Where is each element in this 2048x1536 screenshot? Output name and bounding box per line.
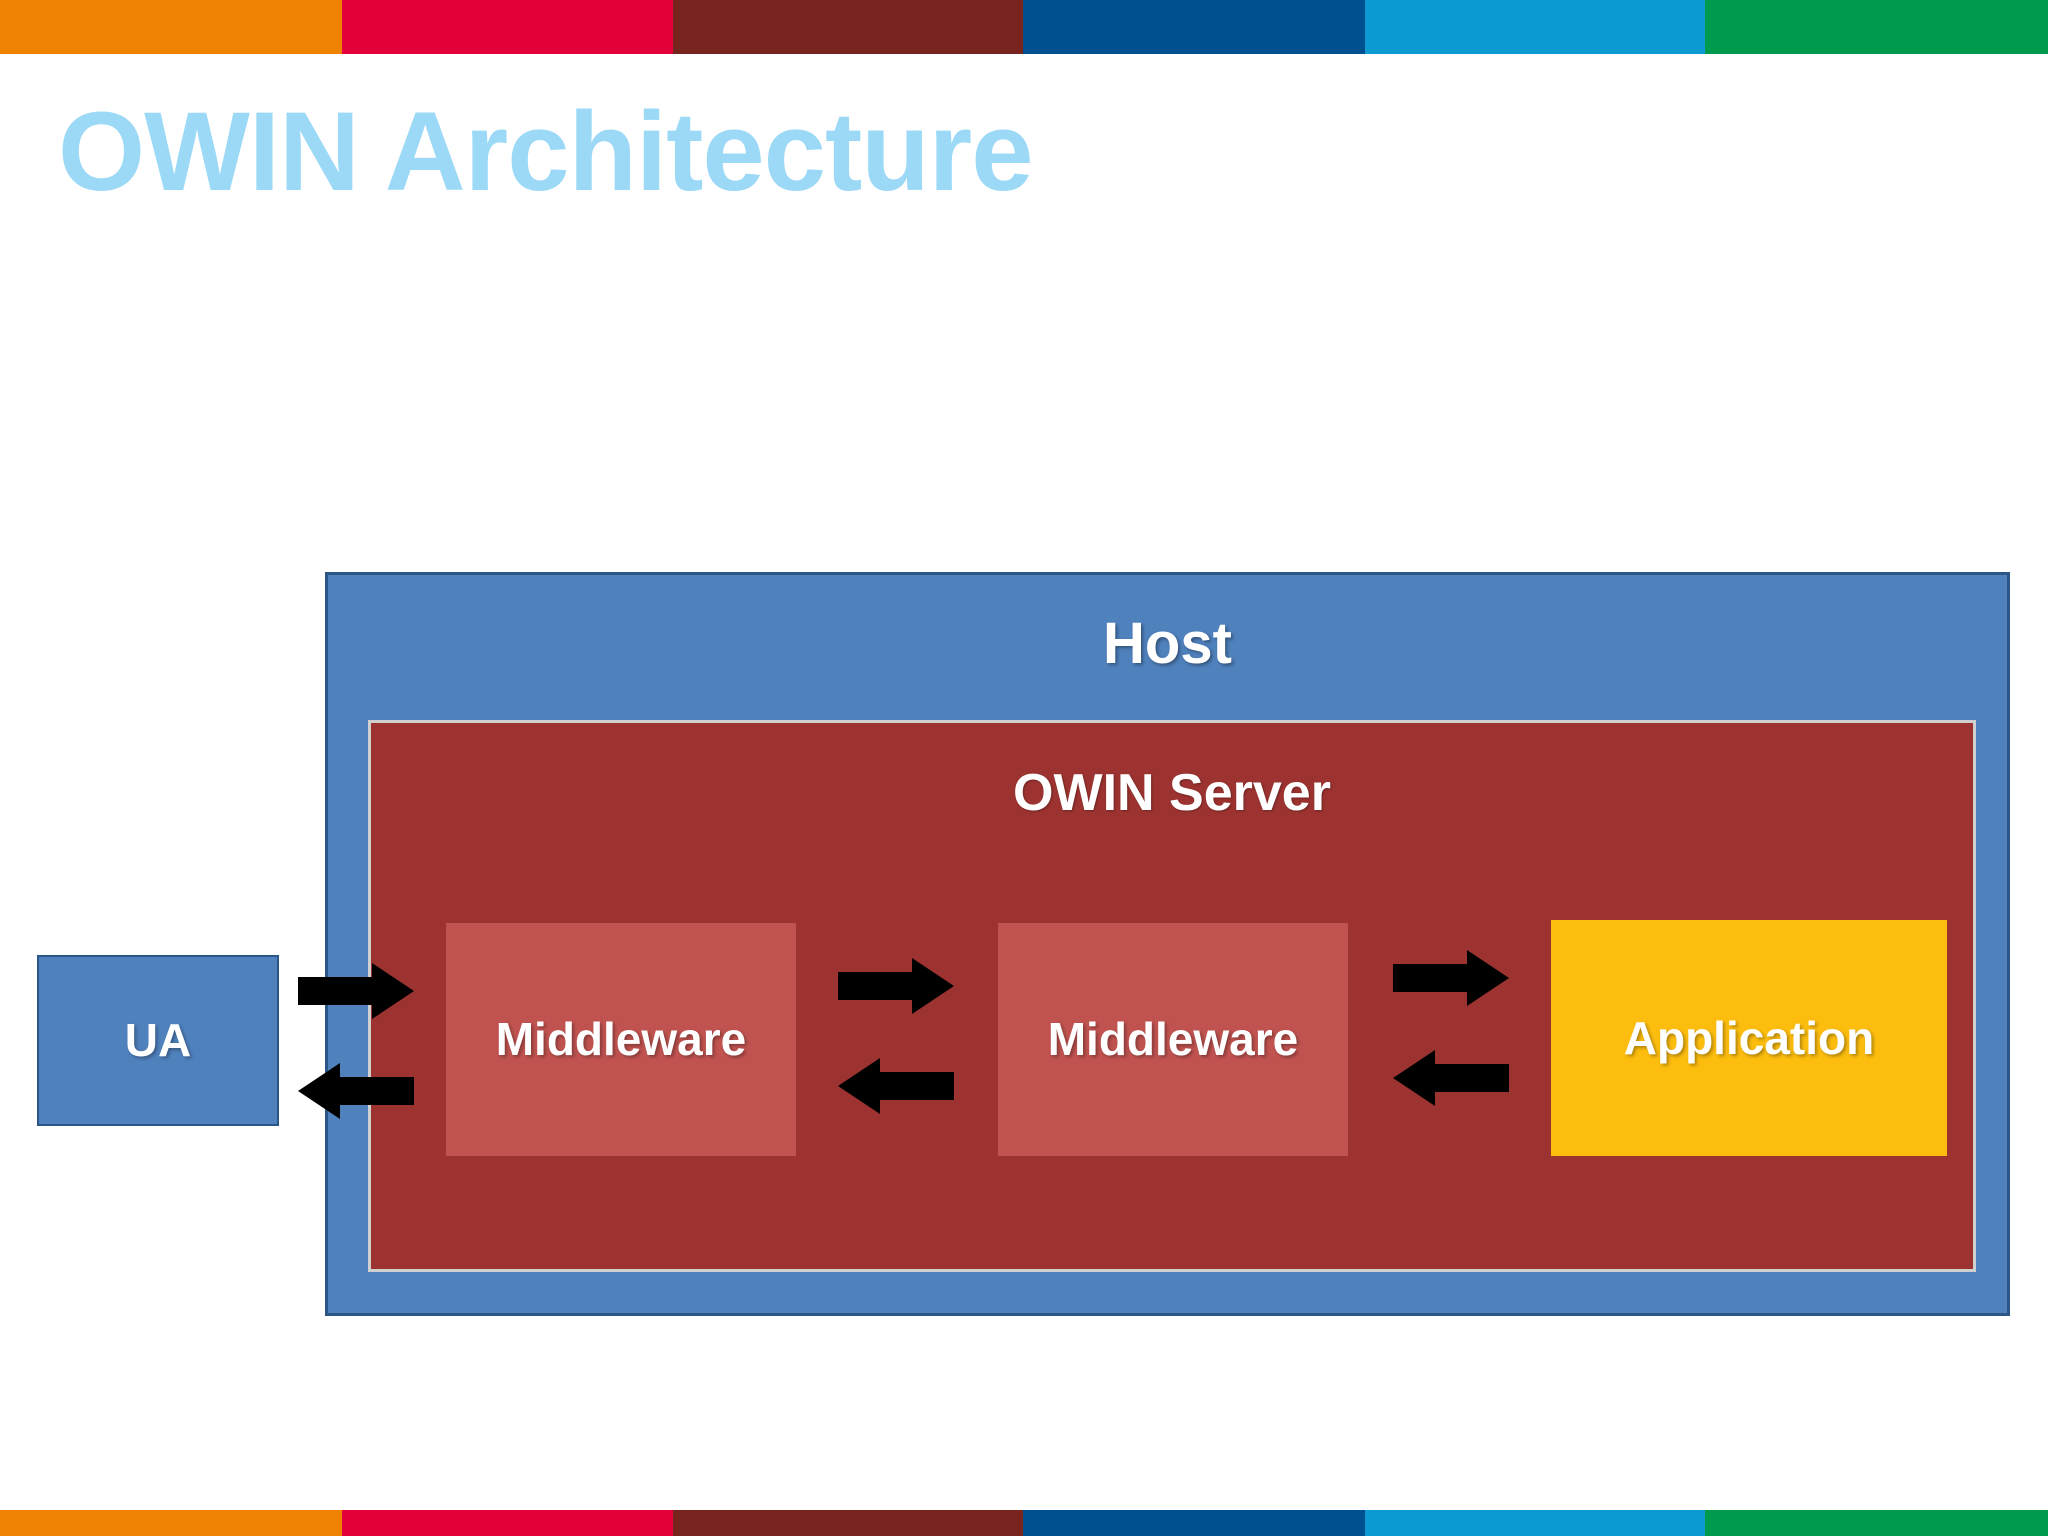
arrow-ua-to-middleware-1	[298, 963, 414, 1019]
color-band-green	[1705, 1510, 2048, 1536]
host-label: Host	[1103, 611, 1232, 676]
color-band-cyan-blue	[1365, 0, 1705, 54]
color-band-orange	[0, 0, 342, 54]
arrow-application-to-middleware-2	[1393, 1050, 1509, 1106]
node-application[interactable]: Application	[1551, 920, 1947, 1156]
arrow-middleware-2-to-middleware-1	[838, 1058, 954, 1114]
node-application-label: Application	[1623, 1011, 1875, 1064]
color-band-dark-red	[673, 1510, 1023, 1536]
page-title: OWIN Architecture	[58, 89, 1034, 214]
color-band-dark-blue	[1023, 0, 1365, 54]
color-band-crimson	[342, 1510, 673, 1536]
arrow-middleware-1-to-ua	[298, 1063, 414, 1119]
color-band-orange	[0, 1510, 342, 1536]
node-middleware-2[interactable]: Middleware	[998, 923, 1348, 1156]
top-color-bar	[0, 0, 2048, 54]
node-middleware-1[interactable]: Middleware	[446, 923, 796, 1156]
arrow-middleware-2-to-application	[1393, 950, 1509, 1006]
color-band-green	[1705, 0, 2048, 54]
arrow-middleware-1-to-middleware-2	[838, 958, 954, 1014]
color-band-cyan-blue	[1365, 1510, 1705, 1536]
node-ua[interactable]: UA	[37, 955, 279, 1126]
color-band-dark-blue	[1023, 1510, 1365, 1536]
color-band-dark-red	[673, 0, 1023, 54]
bottom-color-bar	[0, 1510, 2048, 1536]
node-middleware-1-label: Middleware	[495, 1013, 747, 1066]
owin-server-label: OWIN Server	[1013, 764, 1331, 822]
color-band-crimson	[342, 0, 673, 54]
node-ua-label: UA	[124, 1014, 192, 1067]
node-middleware-2-label: Middleware	[1047, 1013, 1299, 1066]
